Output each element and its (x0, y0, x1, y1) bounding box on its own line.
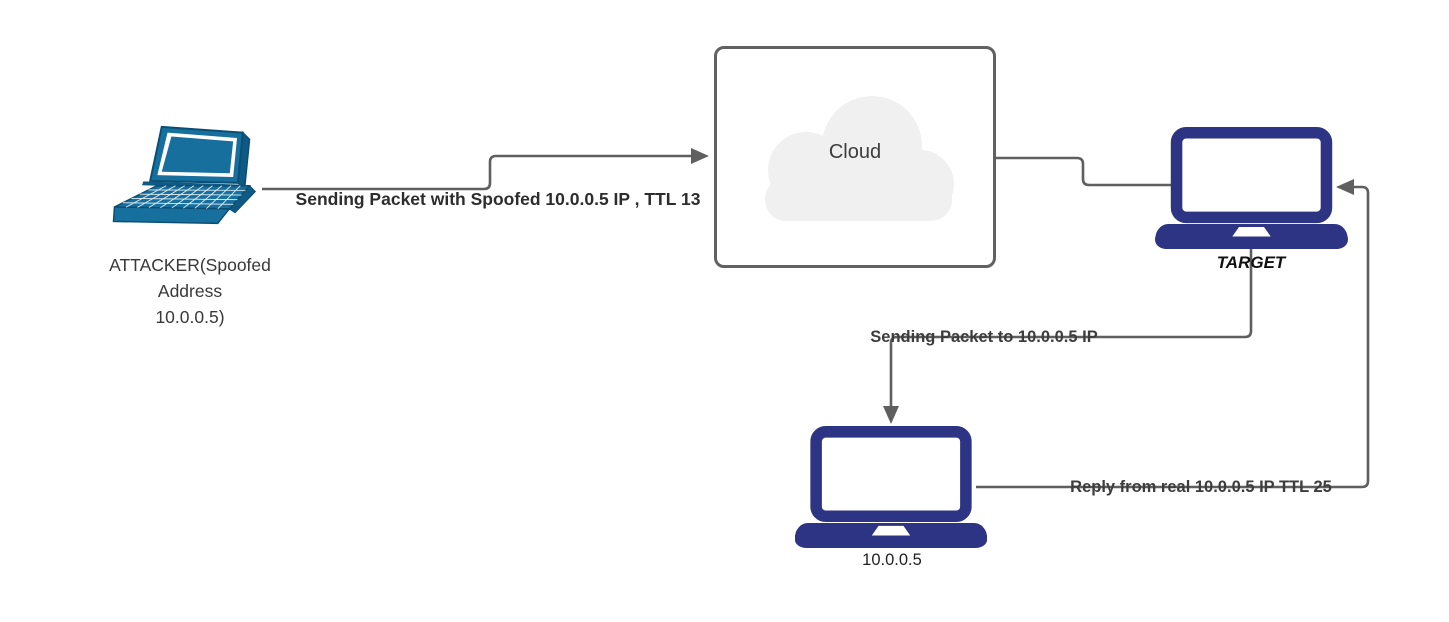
cloud-icon (765, 96, 954, 221)
edge-target-to-real-host (889, 249, 1253, 407)
edge-label-sending-to-real: Sending Packet to 10.0.0.5 IP (870, 328, 1098, 346)
laptop-front-icon (795, 426, 987, 548)
edge-label-reply-from-real: Reply from real 10.0.0.5 IP TTL 25 (1070, 478, 1332, 496)
edge-cloud-to-target (993, 156, 1173, 187)
arrowhead-into-real-host (883, 406, 899, 424)
laptop-3d-icon (112, 125, 257, 225)
attacker-node-label: ATTACKER(Spoofed Address 10.0.0.5) (109, 255, 271, 327)
edge-attacker-to-cloud (262, 154, 691, 191)
edge-real-host-to-target (976, 185, 1370, 489)
cloud-node-label: Cloud (828, 141, 882, 163)
target-node-label: TARGET (1216, 253, 1286, 272)
arrowhead-into-cloud (691, 148, 709, 164)
edge-label-spoofed-packet: Sending Packet with Spoofed 10.0.0.5 IP … (295, 189, 701, 209)
arrowhead-into-target (1336, 179, 1354, 195)
laptop-front-icon (1155, 127, 1348, 250)
real-host-node-label: 10.0.0.5 (862, 551, 922, 569)
